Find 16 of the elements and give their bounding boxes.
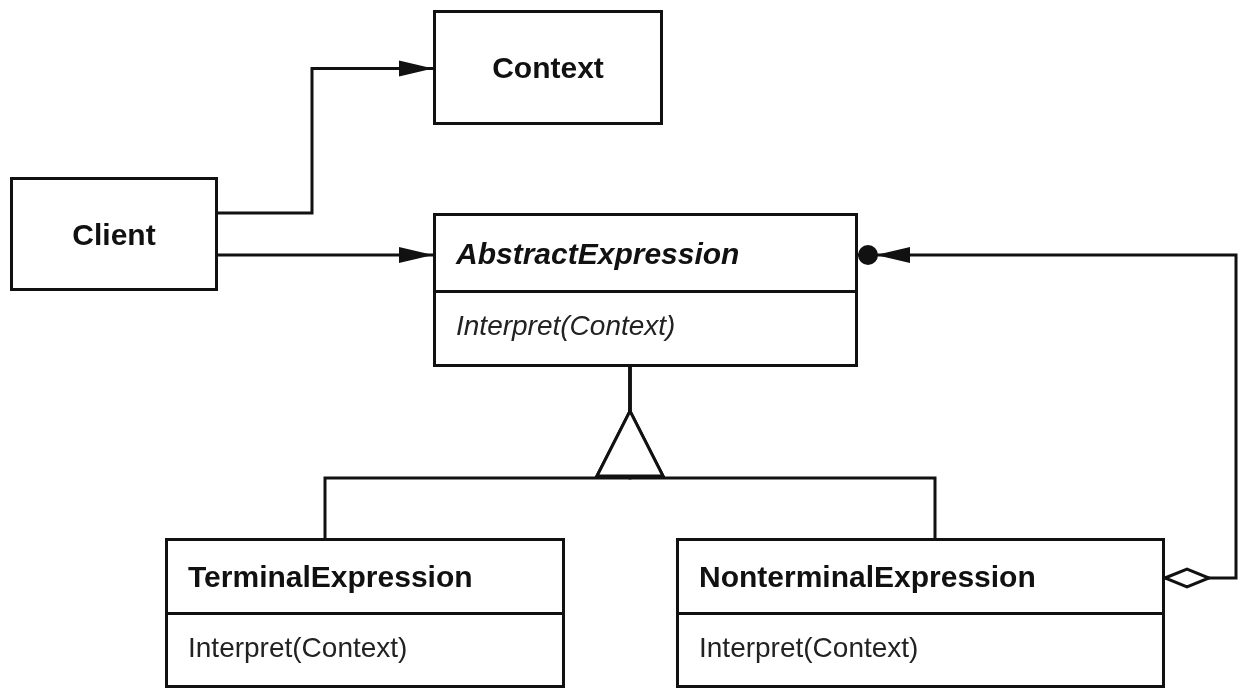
class-name: NonterminalExpression [699, 559, 1036, 595]
class-box [433, 213, 858, 367]
class-name: Client [72, 216, 156, 253]
method-name: Interpret(Context) [188, 631, 408, 665]
aggregation-arrow [858, 245, 1238, 589]
class-box [433, 10, 663, 125]
class-name: AbstractExpression [456, 235, 740, 272]
method-name: Interpret(Context) [699, 631, 919, 665]
method-name: Interpret(Context) [456, 309, 676, 343]
association-arrow [218, 247, 433, 263]
class-box [10, 177, 218, 291]
class-name: Context [492, 50, 604, 86]
class-box [165, 538, 565, 688]
class-name: TerminalExpression [188, 559, 473, 595]
class-box [676, 538, 1165, 688]
association-arrow [218, 60, 433, 215]
